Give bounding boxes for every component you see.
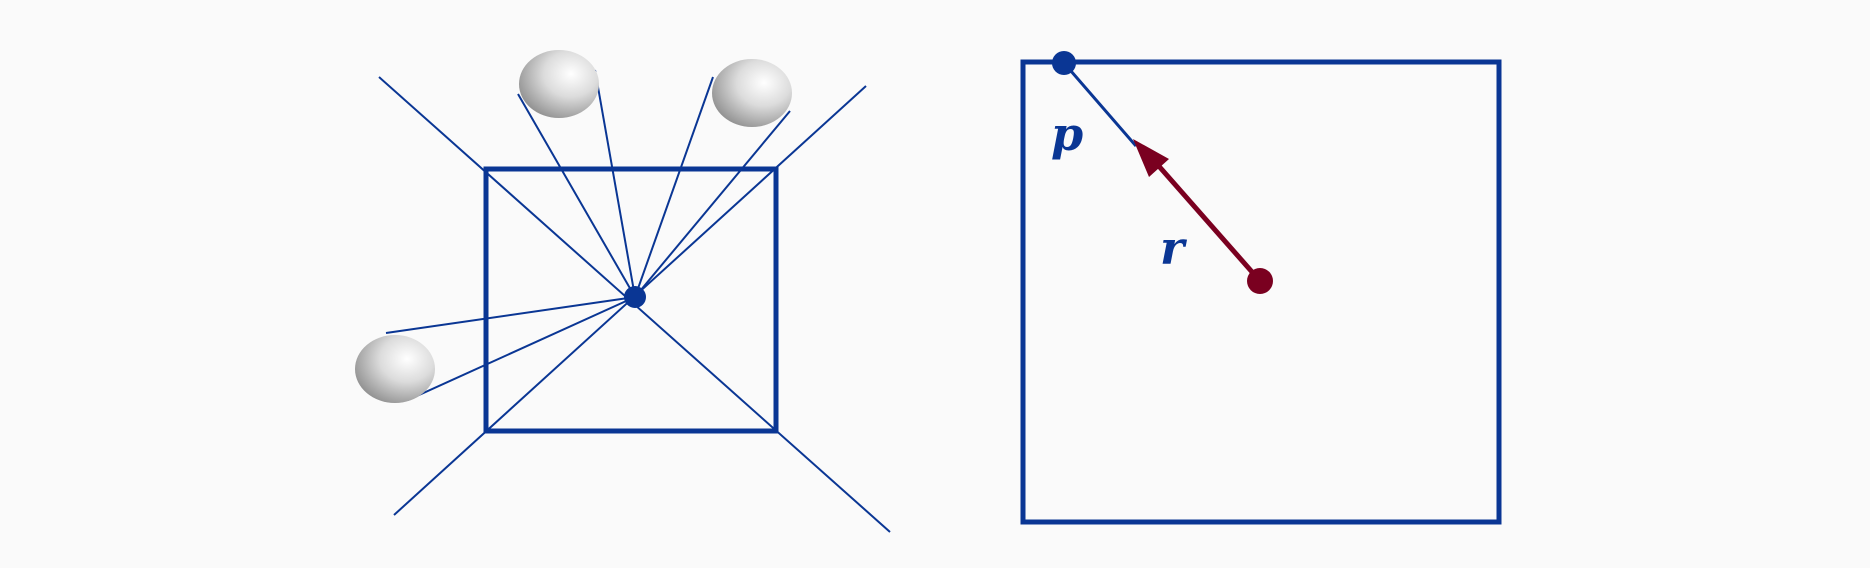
right-figure: p r xyxy=(1020,51,1502,525)
view-rectangle xyxy=(483,166,779,434)
extension-line xyxy=(1062,62,1138,147)
sphere xyxy=(519,50,599,118)
ray-line xyxy=(385,296,636,334)
vector-r-label: r xyxy=(1160,221,1188,275)
sphere xyxy=(355,335,435,403)
left-figure xyxy=(355,50,891,533)
center-point xyxy=(624,286,646,308)
vector-origin-point xyxy=(1247,268,1273,294)
ray-line xyxy=(634,110,791,298)
boundary-square xyxy=(1020,59,1502,525)
point-p xyxy=(1052,51,1076,75)
sphere xyxy=(712,59,792,127)
point-p-label: p xyxy=(1051,107,1083,161)
ray-line xyxy=(517,93,636,298)
ray-line xyxy=(634,76,714,298)
vector-r-shaft xyxy=(1155,162,1262,283)
ray-line xyxy=(407,296,636,401)
vector-r-arrowhead xyxy=(1133,139,1169,177)
ray-line xyxy=(594,69,636,298)
